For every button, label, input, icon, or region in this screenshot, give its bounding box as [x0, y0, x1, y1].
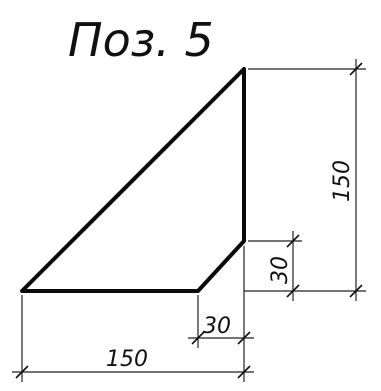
- part-title: Поз. 5: [68, 13, 214, 67]
- dimension-tick: [15, 365, 29, 379]
- dimension-tick: [349, 284, 363, 298]
- dimension-tick: [237, 331, 251, 345]
- dimension-text-bottom-chamfer: 30: [203, 314, 231, 339]
- dimension-text-right-chamfer: 30: [268, 256, 293, 284]
- dimension-tick: [237, 365, 251, 379]
- dimension-tick: [191, 331, 205, 345]
- dimension-tick: [286, 284, 300, 298]
- part-outline: [20, 67, 246, 293]
- dimension-text-bottom-overall: 150: [106, 347, 148, 372]
- dimension-tick: [286, 234, 300, 248]
- dimension-text-right-overall: 150: [330, 160, 355, 202]
- dimension-tick: [349, 62, 363, 76]
